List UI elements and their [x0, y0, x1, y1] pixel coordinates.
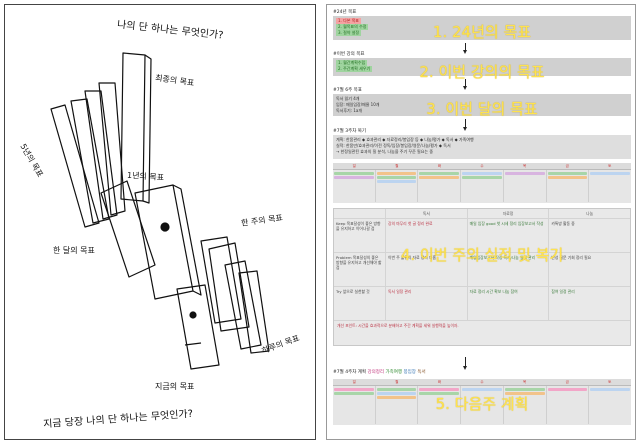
calendar-header: 일 월 화 수 목 금 토: [333, 163, 631, 170]
goal-line-1: 1. 월간계획수립: [336, 60, 368, 66]
section-title: #7월 6주 목표: [333, 88, 362, 93]
next-week-calendar: 일 월 화 수 목 금 토: [333, 379, 631, 425]
table-cell: Keep 목표달성이 좋은 방향을 유지하고 이어나갈 점: [334, 219, 386, 252]
section-month-goal: #7월 6주 목표 독서 읽기 4개 임장: 매일임장/매물 10개 독서후기:…: [333, 87, 631, 118]
review-footer: 개선 포인트: 시간을 효과적으로 분배하고 주간 계획을 세워 실행력을 높이…: [337, 323, 459, 328]
domino-now: [176, 284, 220, 370]
table-cell: 이번 주 불규칙 자료 정리 미흡: [386, 253, 468, 286]
table-header: 나눔: [586, 211, 594, 216]
table-cell: 독서 일정 관리: [386, 287, 468, 320]
domino-drawing: [50, 52, 270, 370]
label-month-goal: 한 달의 목표: [53, 246, 95, 255]
calendar-day: 토: [608, 164, 612, 168]
calendar-day: 월: [395, 380, 399, 384]
down-arrow: [463, 79, 467, 90]
goal-line-2: 2. 월목표의 수정: [336, 24, 369, 30]
domino-five-year-4: [98, 82, 126, 216]
domino-week: [200, 236, 242, 324]
table-header: 독서: [386, 209, 468, 218]
domino-five-year-2: [70, 98, 110, 224]
calendar-grid: [333, 170, 631, 202]
section-title-text: #7월 4주차 계획: [333, 370, 367, 375]
plan-document-panel: #24년 목표 1. 다본 목표 2. 월목표의 수정 3. 절약 설정 1. …: [326, 4, 636, 440]
table-cell: 참여 일정 관리: [551, 289, 575, 294]
down-arrow: [463, 357, 467, 370]
calendar-day: 토: [608, 380, 612, 384]
goal-line-1: 1. 다본 목표: [336, 18, 362, 24]
section-next-week-plan: #7월 4주차 계획 강의정리 가족여행 봉임장 독서 일 월 화 수 목 금 …: [333, 369, 631, 425]
table-row: Keep 목표달성이 좋은 방향을 유지하고 이어나갈 점 강의 마무리 첫 글…: [334, 219, 630, 253]
table-header: 자료정: [468, 209, 550, 218]
table-cell: 매일 임장 good 첫 시세 정리 임장보고서 작성: [468, 219, 550, 252]
weekly-calendar: 일 월 화 수 목 금 토: [333, 163, 631, 203]
calendar-day: 목: [522, 380, 527, 384]
section-title: #7월 3주차 복기: [333, 129, 367, 134]
table-cell: 자료 정리 시간 확보 나눔 참여: [468, 287, 550, 320]
plan-item: 가족여행: [385, 370, 403, 375]
review-summary-box: 계획: 한몸관리 ◆ 효과관리 ◆ 자료정리/봉임장 등 ◆ 나눔/평가 ◆ 독…: [333, 135, 631, 159]
domino-final-side: [142, 54, 152, 204]
table-cell: 카톡방 활동 중: [551, 221, 575, 226]
domino-day-2: [238, 270, 270, 354]
gray-box: 1. 월간계획수립 2. 주간계획 세우기: [333, 58, 631, 76]
section-title: #24년 목표: [333, 10, 357, 15]
plan-item: 독서: [417, 370, 426, 375]
section-title: #이번 강의 목표: [333, 52, 365, 57]
table-row: Try 앞으로 실천할 것 독서 일정 관리 자료 정리 시간 확보 나눔 참여…: [334, 287, 630, 321]
table-row: Problem 목표달성의 좋은 방향을 유지하고 개선해야 할 점 이번 주 …: [334, 253, 630, 287]
plan-item: 강의정리: [367, 370, 385, 375]
domino-dot: [160, 222, 170, 232]
domino-month: [134, 184, 194, 300]
domino-one-year: [100, 180, 156, 278]
section-yearly-goal: #24년 목표 1. 다본 목표 2. 월목표의 수정 3. 절약 설정 1. …: [333, 9, 631, 41]
goal-line-3: 독서후기: 1a개: [336, 108, 363, 113]
calendar-day: 일: [352, 164, 356, 168]
goal-line-1: 독서 읽기 4개: [336, 96, 360, 101]
calendar-day: 금: [565, 164, 569, 168]
table-cell: 매일임장보고서 작성 독서/나눔 일정 관리: [468, 253, 550, 286]
calendar-day: 목: [522, 164, 527, 168]
domino-week-2: [208, 242, 250, 332]
domino-five-year-3: [84, 90, 118, 220]
calendar-day: 수: [480, 380, 484, 384]
section-week-review: #7월 3주차 복기 계획: 한몸관리 ◆ 효과관리 ◆ 자료정리/봉임장 등 …: [333, 128, 631, 346]
section-title: #7월 4주차 계획 강의정리 가족여행 봉임장 독서: [333, 369, 631, 376]
kpt-review-table: 독서 자료정 나눔 Keep 목표달성이 좋은 방향을 유지하고 이어나갈 점 …: [333, 208, 631, 346]
domino-day-1: [224, 260, 262, 350]
gray-box: 1. 다본 목표 2. 월목표의 수정 3. 절약 설정: [333, 16, 631, 40]
goal-line-2: 2. 주간계획 세우기: [336, 66, 373, 72]
table-cell: Try 앞으로 실천할 것: [334, 287, 386, 320]
label-now-goal: 지금의 목표: [155, 382, 195, 391]
calendar-day: 월: [395, 164, 399, 168]
table-header: [334, 209, 386, 218]
domino-sketch-panel: 나의 단 하나는 무엇인가? 최종의 목표 5년의 목표 1년의 목표 한 달의…: [4, 4, 316, 440]
result-line: 실적: 한몸만/효과관리/이전 정독/임장/봉임장/영문/나눔/평가 ◆ 독서: [336, 143, 451, 148]
goal-line-3: 3. 절약 설정: [336, 30, 362, 36]
plan-line: 계획: 한몸관리 ◆ 효과관리 ◆ 자료정리/봉임장 등 ◆ 나눔/평가 ◆ 독…: [336, 137, 474, 142]
calendar-header: 일 월 화 수 목 금 토: [333, 379, 631, 386]
domino-five-year-1: [50, 104, 100, 228]
domino-month-side: [172, 184, 202, 296]
table-header-row: 독서 자료정 나눔: [334, 209, 630, 219]
calendar-grid: [333, 386, 631, 424]
section-lecture-goal: #이번 강의 목표 1. 월간계획수립 2. 주간계획 세우기 2. 이번 강의…: [333, 51, 631, 81]
table-cell: 반성 질문 기회 정리 필요: [551, 255, 592, 260]
insight-line: → 한정일관된 효과의 질 분석, 나눔을 주기 꾸준 필요는 중: [336, 149, 434, 154]
calendar-day: 화: [437, 164, 442, 168]
calendar-day: 금: [565, 380, 569, 384]
gray-box: 독서 읽기 4개 임장: 매일임장/매물 10개 독서후기: 1a개: [333, 94, 631, 116]
down-arrow: [463, 119, 467, 131]
calendar-day: 화: [437, 380, 442, 384]
goal-line-2: 임장: 매일임장/매물 10개: [336, 102, 380, 107]
table-cell: Problem 목표달성의 좋은 방향을 유지하고 개선해야 할 점: [334, 253, 386, 286]
down-arrow: [463, 43, 467, 54]
calendar-day: 일: [352, 380, 356, 384]
table-cell: 강의 마무리 첫 글 정리 완료: [386, 219, 468, 252]
calendar-day: 수: [480, 164, 484, 168]
plan-item: 봉임장: [403, 370, 416, 375]
